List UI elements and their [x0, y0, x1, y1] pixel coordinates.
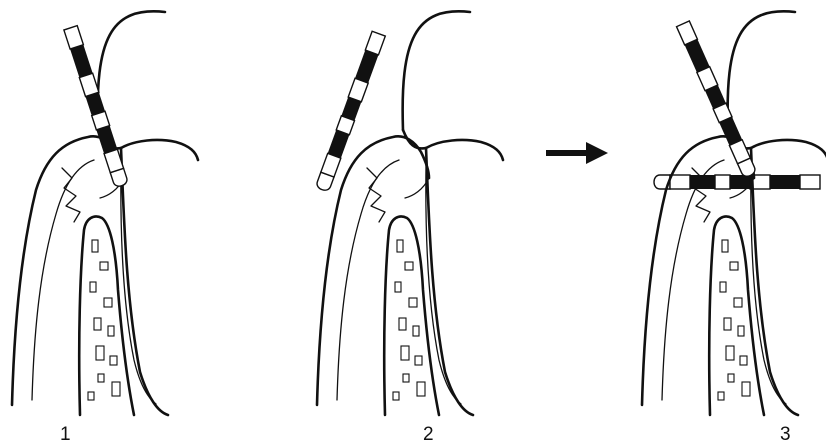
probe-panel-3 [677, 21, 757, 178]
panel-label-2: 2 [423, 424, 434, 446]
probe-panel-1 [64, 26, 129, 188]
panel-label-1: 1 [60, 424, 71, 446]
panel-3-diagram [642, 11, 826, 415]
panel-1-diagram [12, 11, 198, 415]
panel-label-3: 3 [780, 424, 791, 446]
periodontal-probe-icon [654, 175, 820, 189]
panel-2-diagram [315, 11, 503, 415]
right-arrow-icon [546, 142, 608, 164]
